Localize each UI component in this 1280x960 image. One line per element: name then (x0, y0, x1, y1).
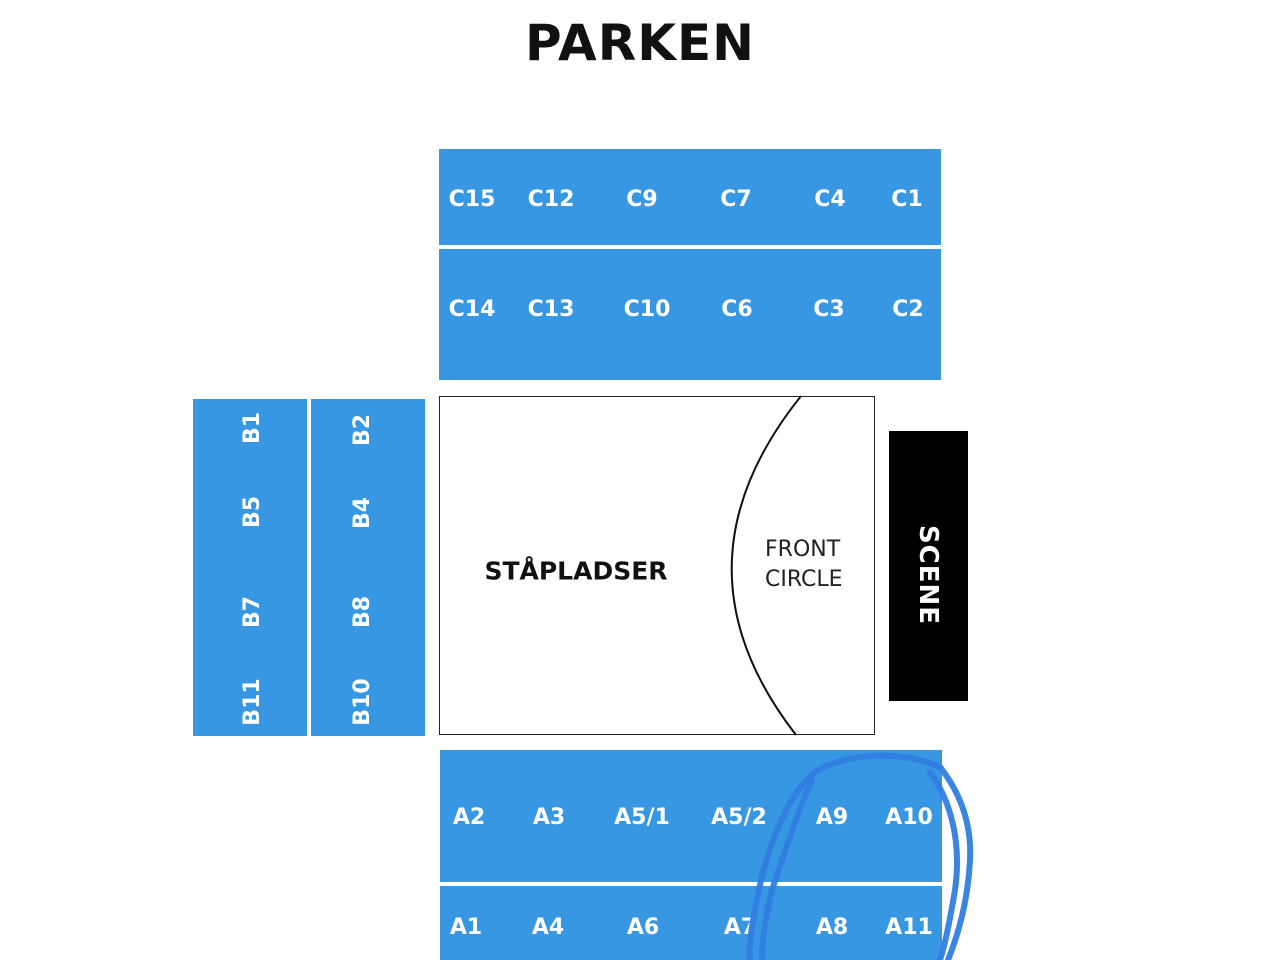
standing-label: STÅPLADSER (484, 556, 668, 586)
section-a4[interactable]: A4 (531, 915, 565, 940)
section-a5-1[interactable]: A5/1 (614, 805, 670, 830)
front-circle-line1: FRONT (765, 537, 841, 562)
section-a1[interactable]: A1 (449, 915, 483, 940)
c-upper-block (439, 149, 941, 245)
stage-label: SCENE (913, 524, 943, 626)
section-c1[interactable]: C1 (891, 187, 923, 212)
section-c10[interactable]: C10 (623, 297, 671, 322)
section-b8[interactable]: B8 (350, 595, 375, 629)
a-upper-block (440, 750, 942, 882)
section-a5-2[interactable]: A5/2 (711, 805, 767, 830)
a-lower-block (440, 886, 942, 960)
b-left-block (193, 399, 307, 736)
section-b5[interactable]: B5 (240, 495, 265, 529)
section-a7[interactable]: A7 (723, 915, 757, 940)
b-right-block (311, 399, 425, 736)
section-c15[interactable]: C15 (448, 187, 496, 212)
section-b1[interactable]: B1 (240, 411, 265, 445)
section-b7[interactable]: B7 (240, 595, 265, 629)
section-c6[interactable]: C6 (721, 297, 753, 322)
section-b2[interactable]: B2 (350, 413, 375, 447)
section-c9[interactable]: C9 (626, 187, 658, 212)
section-a9[interactable]: A9 (815, 805, 849, 830)
section-b4[interactable]: B4 (350, 496, 375, 530)
section-a3[interactable]: A3 (532, 805, 566, 830)
c-lower-block (439, 249, 941, 380)
section-b11[interactable]: B11 (240, 678, 265, 726)
section-c2[interactable]: C2 (892, 297, 924, 322)
section-c3[interactable]: C3 (813, 297, 845, 322)
front-circle-label[interactable]: FRONT CIRCLE (765, 535, 843, 595)
section-c7[interactable]: C7 (720, 187, 752, 212)
front-circle-line2: CIRCLE (765, 567, 843, 592)
section-b10[interactable]: B10 (350, 678, 375, 726)
section-c4[interactable]: C4 (814, 187, 846, 212)
venue-title: PARKEN (525, 14, 755, 72)
section-a10[interactable]: A10 (885, 805, 933, 830)
section-a11[interactable]: A11 (885, 915, 933, 940)
section-a6[interactable]: A6 (626, 915, 660, 940)
section-a8[interactable]: A8 (815, 915, 849, 940)
section-c13[interactable]: C13 (527, 297, 575, 322)
standing-area[interactable] (439, 396, 875, 735)
section-c12[interactable]: C12 (527, 187, 575, 212)
section-c14[interactable]: C14 (448, 297, 496, 322)
stage: SCENE (889, 431, 968, 701)
section-a2[interactable]: A2 (452, 805, 486, 830)
